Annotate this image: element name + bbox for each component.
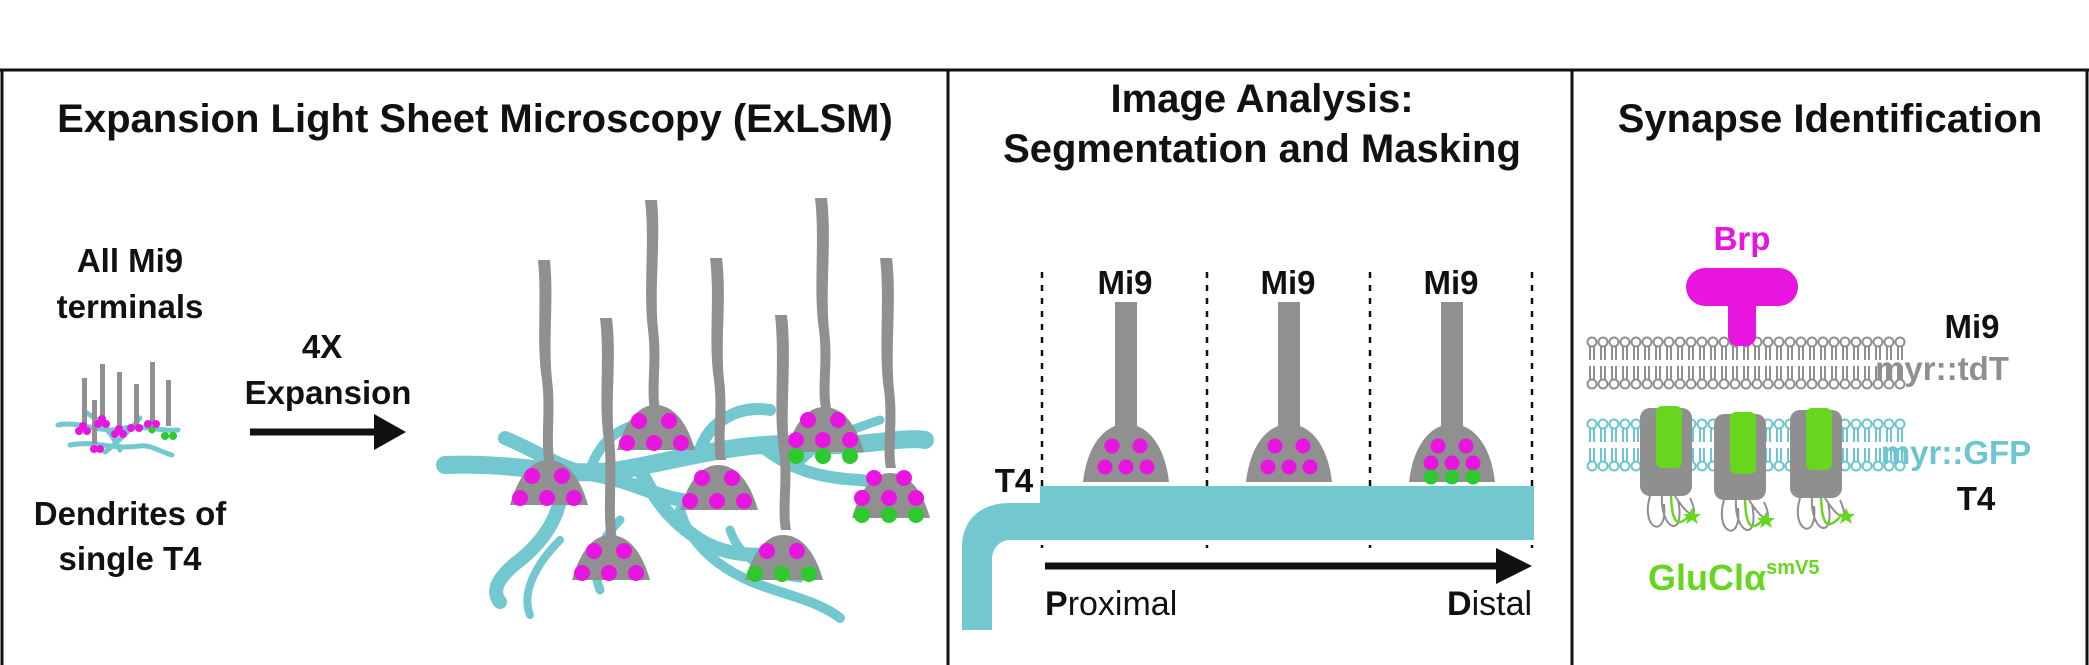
brp-tbar-icon	[1686, 268, 1798, 346]
t4-dendrites-label-line2: single T4	[58, 540, 202, 577]
mi9-terminals-label-line1: All Mi9	[77, 242, 183, 279]
panel-frames	[0, 68, 2089, 665]
mi9-column-label-1: Mi9	[1097, 264, 1152, 301]
mi9-column-label-3: Mi9	[1423, 264, 1478, 301]
glucl-label: GluClαsmV5	[1648, 557, 1820, 598]
panel2-title-line2: Segmentation and Masking	[1003, 127, 1521, 171]
t4-dendrite-bar	[962, 486, 1534, 630]
expanded-mi9-terminals	[510, 198, 930, 582]
myr-tdt-label: myr::tdT	[1875, 350, 2009, 387]
expansion-label-word: Expansion	[245, 374, 412, 411]
synapse-mi9-label: Mi9	[1944, 308, 1999, 345]
segmented-mi9-terminal-3	[1409, 302, 1495, 485]
distal-label: Distal	[1447, 585, 1532, 623]
expansion-arrow-icon	[250, 414, 406, 450]
proximal-label: Proximal	[1045, 585, 1177, 623]
mi9-membrane	[1586, 336, 1906, 390]
proximal-distal-arrow-icon	[1045, 548, 1532, 584]
mi9-terminal	[510, 260, 588, 506]
myr-gfp-label: myr::GFP	[1881, 434, 2031, 471]
glucl-receptor	[1790, 408, 1855, 530]
mi9-terminal	[852, 258, 930, 523]
panel-exlsm: Expansion Light Sheet Microscopy (ExLSM)…	[34, 97, 934, 623]
mi9-column-label-2: Mi9	[1260, 264, 1315, 301]
segmented-mi9-terminal-2	[1246, 302, 1332, 482]
segmented-mi9-terminal-1	[1083, 302, 1169, 482]
mi9-terminals-label-line2: terminals	[57, 288, 204, 325]
glucl-receptor	[1640, 406, 1701, 528]
mi9-terminal	[680, 258, 758, 510]
panel-synapse-identification: Synapse Identification Brp	[1586, 97, 2043, 598]
panel1-title: Expansion Light Sheet Microscopy (ExLSM)	[57, 97, 893, 141]
mi9-terminal	[786, 198, 864, 464]
panel3-title: Synapse Identification	[1618, 97, 2043, 141]
mi9-terminal	[617, 200, 695, 451]
synapse-t4-label: T4	[1957, 480, 1996, 517]
brp-label: Brp	[1714, 220, 1771, 257]
panel-image-analysis: Image Analysis: Segmentation and Masking…	[962, 77, 1534, 630]
t4-label: T4	[995, 462, 1034, 499]
mi9-terminal	[572, 318, 650, 581]
panel2-title-line1: Image Analysis:	[1110, 77, 1413, 121]
t4-dendrites-label-line1: Dendrites of	[34, 495, 228, 532]
glucl-receptor	[1714, 412, 1775, 532]
glucl-receptors	[1640, 406, 1855, 532]
expansion-label-4x: 4X	[302, 328, 342, 365]
mi9-terminal	[745, 315, 823, 582]
small-sample-icon	[55, 362, 181, 458]
